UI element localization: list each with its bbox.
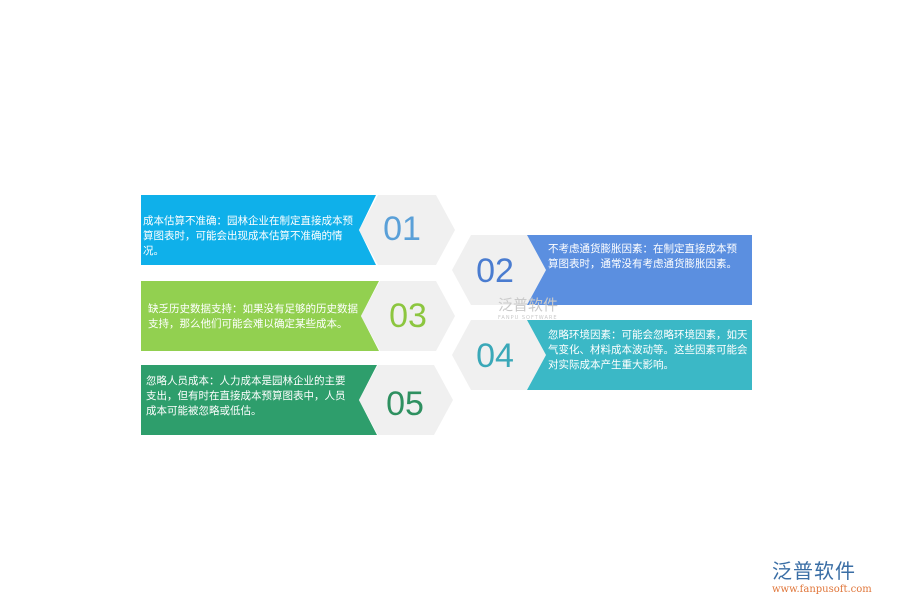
box-03: [141, 281, 379, 351]
hex-05: [359, 365, 453, 435]
watermark: 泛普软件 FANPU SOFTWARE: [498, 294, 558, 321]
watermark-name: 泛普软件: [498, 296, 559, 314]
box-05: [141, 365, 377, 435]
item-04-number: 04: [476, 337, 514, 375]
item-02-number: 02: [476, 252, 514, 290]
logo-url: www.fanpusoft.com: [772, 584, 872, 595]
item-01-number: 01: [383, 210, 421, 248]
item-03-text: 缺乏历史数据支持：如果没有足够的历史数据支持，那么他们可能会难以确定某些成本。: [148, 303, 358, 330]
box-04: [527, 320, 752, 390]
hex-04: [452, 320, 546, 390]
logo-name: 泛普软件: [772, 559, 856, 583]
hex-01: [359, 195, 455, 265]
hex-03: [361, 281, 455, 351]
watermark-sub: FANPU SOFTWARE: [498, 315, 558, 321]
item-05-number: 05: [386, 385, 424, 423]
brand-logo: 泛普软件 www.fanpusoft.com: [772, 555, 872, 595]
hex-02: [452, 235, 546, 305]
item-05-text: 忽略人员成本：人力成本是园林企业的主要支出，但有时在直接成本预算图表中，人员成本…: [146, 375, 346, 417]
item-04-text: 忽略环境因素：可能会忽略环境因素，如天气变化、材料成本波动等。这些因素可能会对实…: [548, 329, 748, 371]
item-03-number: 03: [389, 297, 427, 335]
box-02: [527, 235, 752, 305]
box-01: [141, 195, 376, 265]
item-02-text: 不考虑通货膨胀因素：在制定直接成本预算图表时，通常没有考虑通货膨胀因素。: [548, 243, 737, 270]
item-01-text: 成本估算不准确：园林企业在制定直接成本预算图表时，可能会出现成本估算不准确的情况…: [143, 215, 353, 257]
